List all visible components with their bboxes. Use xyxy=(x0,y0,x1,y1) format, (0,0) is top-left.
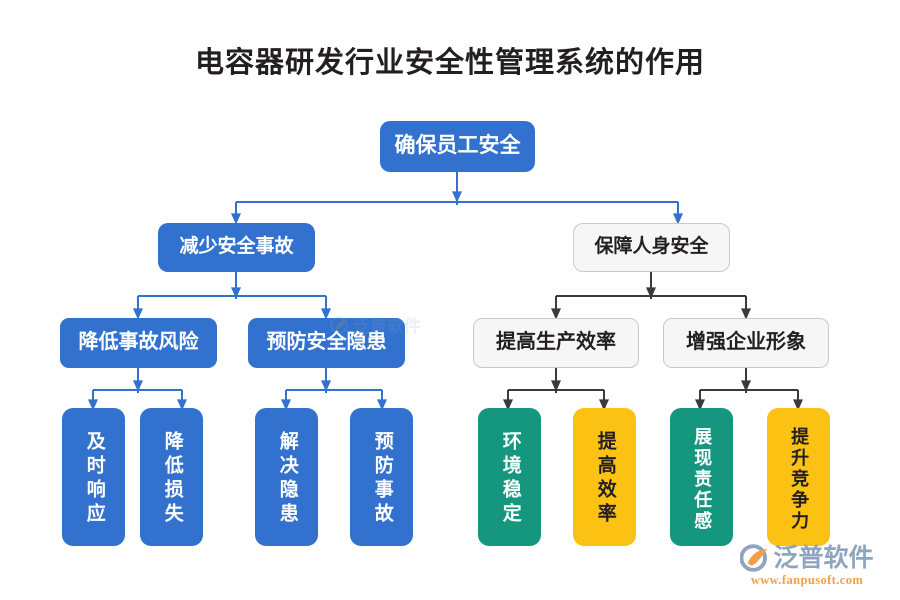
node-enhance-corporate-image[interactable]: 增强企业形象 xyxy=(663,318,829,368)
node-timely-response[interactable]: 及时响应 xyxy=(62,408,125,546)
logo-url: www.fanpusoft.com xyxy=(750,573,864,587)
connector-l3d-to-level4 xyxy=(694,368,803,411)
node-show-responsibility[interactable]: 展现责任感 xyxy=(670,408,733,546)
connector-l2left-to-level3 xyxy=(132,272,331,320)
node-improve-efficiency[interactable]: 提高效率 xyxy=(573,408,636,546)
fanpu-logo: 泛普软件 www.fanpusoft.com xyxy=(726,540,888,592)
node-reduce-accident-risk[interactable]: 降低事故风险 xyxy=(60,318,217,368)
connector-root-to-level2 xyxy=(230,172,683,225)
node-ensure-personal-safety[interactable]: 保障人身安全 xyxy=(573,223,730,272)
node-improve-production-efficiency[interactable]: 提高生产效率 xyxy=(473,318,639,368)
node-stable-environment[interactable]: 环境稳定 xyxy=(478,408,541,546)
node-boost-competitiveness[interactable]: 提升竞争力 xyxy=(767,408,830,546)
node-prevent-accidents[interactable]: 预防事故 xyxy=(350,408,413,546)
node-reduce-losses[interactable]: 降低损失 xyxy=(140,408,203,546)
logo-name: 泛普软件 xyxy=(773,544,874,572)
fanpu-logo-icon xyxy=(740,544,768,572)
connector-l2right-to-level3 xyxy=(550,272,751,320)
node-reduce-accidents[interactable]: 减少安全事故 xyxy=(158,223,315,272)
node-resolve-hazards[interactable]: 解决隐患 xyxy=(255,408,318,546)
connector-l3b-to-level4 xyxy=(280,368,387,411)
node-root[interactable]: 确保员工安全 xyxy=(380,121,535,172)
page-title: 电容器研发行业安全性管理系统的作用 xyxy=(194,47,705,79)
node-prevent-safety-hazards[interactable]: 预防安全隐患 xyxy=(248,318,405,368)
connector-l3c-to-level4 xyxy=(502,368,609,411)
connector-l3a-to-level4 xyxy=(87,368,187,411)
logo-mark-row: 泛普软件 xyxy=(740,544,874,572)
